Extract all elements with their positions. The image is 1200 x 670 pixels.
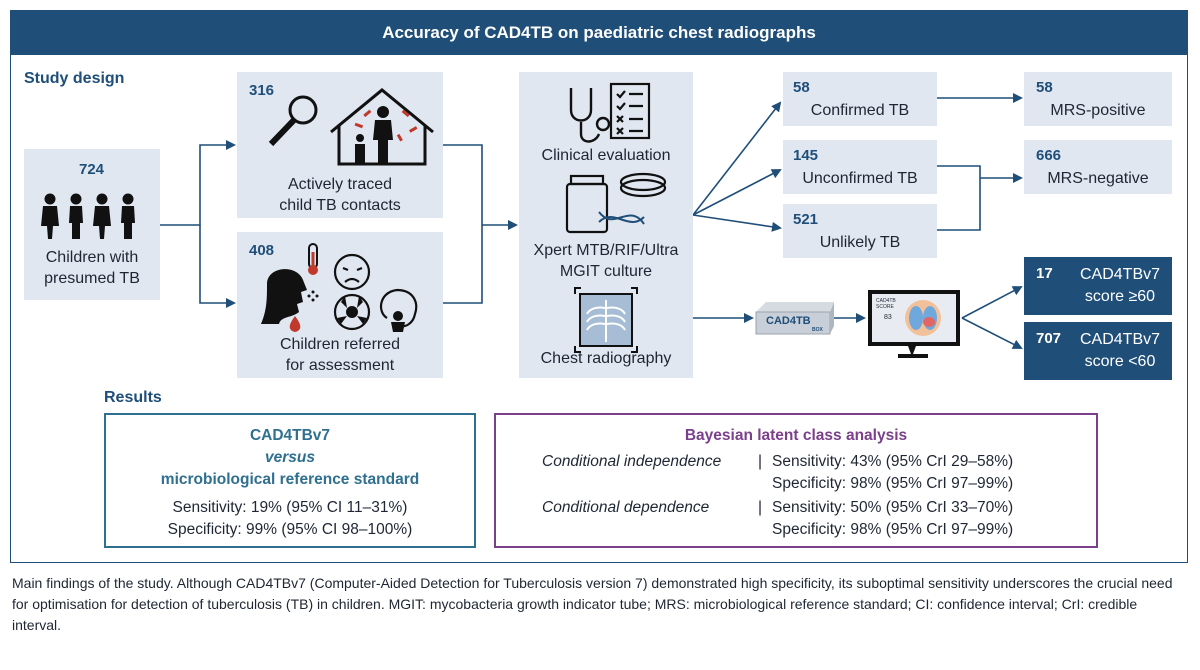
chest-radiography-label: Chest radiography <box>540 350 672 367</box>
node-label-line2: for assessment <box>285 357 395 374</box>
separator-bar: | <box>758 453 763 470</box>
cond-independence-label: Conditional independence <box>542 453 722 470</box>
monitor-header: CAD4TB SCORE <box>876 298 896 310</box>
clinical-evaluation-label: Clinical evaluation <box>541 147 671 164</box>
node-label-line1: Children referred <box>279 336 401 353</box>
node-count: 145 <box>793 147 819 164</box>
study-design-heading: Study design <box>24 70 125 87</box>
house-magnifier-icon <box>268 88 434 166</box>
node-label: Confirmed TB <box>810 102 910 119</box>
node-children-presumed-tb: 724 Children with presumed TB <box>24 149 160 300</box>
monitor-score: 83 <box>884 314 892 321</box>
children-group-icon <box>41 193 135 239</box>
mgit-culture-label: MGIT culture <box>559 263 653 280</box>
node-count: 17 <box>1036 265 1053 282</box>
node-label-line2: score ≥60 <box>1084 288 1156 305</box>
checklist-icon <box>609 82 651 140</box>
node-label-line2: child TB contacts <box>279 197 401 214</box>
node-count: 316 <box>249 82 275 99</box>
cad4tb-vs-mrs-panel: CAD4TBv7 versus microbiological referenc… <box>104 413 476 548</box>
bayesian-panel-title: Bayesian latent class analysis <box>684 427 908 444</box>
panel-title-line1: CAD4TBv7 <box>249 427 331 444</box>
node-count: 724 <box>79 161 105 178</box>
chest-xray-icon <box>574 287 638 353</box>
panel-title-line3: microbiological reference standard <box>160 471 420 488</box>
cond-dep-sensitivity: Sensitivity: 50% (95% CrI 33–70%) <box>772 499 1014 516</box>
node-label: MRS-negative <box>1047 170 1149 187</box>
node-cad-score-high: 17 CAD4TBv7 score ≥60 <box>1024 257 1172 315</box>
node-label: Unlikely TB <box>819 234 901 251</box>
lab-culture-icon <box>565 172 667 234</box>
cad4tb-box-icon <box>755 302 834 335</box>
node-unlikely-tb: 521 Unlikely TB <box>783 204 937 258</box>
node-confirmed-tb: 58 Confirmed TB <box>783 72 937 126</box>
cad4tb-specificity: Specificity: 99% (95% CI 98–100%) <box>167 521 413 538</box>
results-heading: Results <box>104 389 162 406</box>
cond-indep-sensitivity: Sensitivity: 43% (95% CrI 29–58%) <box>772 453 1014 470</box>
cond-dep-specificity: Specificity: 98% (95% CrI 97–99%) <box>772 521 1014 538</box>
node-label-line1: CAD4TBv7 <box>1079 266 1161 283</box>
node-label-line2: score <60 <box>1084 353 1156 370</box>
panel-title-versus: versus <box>265 449 315 466</box>
figure-caption: Main findings of the study. Although CAD… <box>12 575 1173 633</box>
device-brand-label: CAD4TB <box>766 315 811 327</box>
bayesian-lca-panel: Bayesian latent class analysis Condition… <box>494 413 1098 548</box>
node-count: 58 <box>793 79 810 96</box>
node-count: 58 <box>1036 79 1053 96</box>
node-count: 707 <box>1036 330 1062 347</box>
node-label-line1: Actively traced <box>287 176 393 193</box>
node-evaluation: Clinical evaluation Xpert MTB/RIF/Ultra … <box>519 72 693 378</box>
node-mrs-negative: 666 MRS-negative <box>1024 140 1172 194</box>
node-label: Unconfirmed TB <box>802 170 918 187</box>
stethoscope-icon <box>569 88 611 143</box>
node-unconfirmed-tb: 145 Unconfirmed TB <box>783 140 937 194</box>
node-traced-contacts: 316 Actively traced child TB contacts <box>237 72 443 218</box>
dna-icon <box>598 211 645 225</box>
cond-dependence-label: Conditional dependence <box>542 499 710 516</box>
node-referred-children: 408 Children referred for assessment <box>237 232 443 378</box>
evaluation-icons <box>565 82 667 353</box>
node-count: 666 <box>1036 147 1062 164</box>
node-count: 521 <box>793 211 819 228</box>
device-sub-label: BOX <box>812 327 823 333</box>
cond-indep-specificity: Specificity: 98% (95% CrI 97–99%) <box>772 475 1014 492</box>
monitor-icon <box>868 290 960 358</box>
node-cad-score-low: 707 CAD4TBv7 score <60 <box>1024 322 1172 380</box>
figure-title: Accuracy of CAD4TB on paediatric chest r… <box>11 11 1187 55</box>
cad4tb-sensitivity: Sensitivity: 19% (95% CI 11–31%) <box>172 499 408 516</box>
node-count: 408 <box>249 242 275 259</box>
separator-bar: | <box>758 499 763 516</box>
node-label-line2: presumed TB <box>44 270 140 287</box>
xpert-label: Xpert MTB/RIF/Ultra <box>533 242 679 259</box>
node-label-line1: CAD4TBv7 <box>1079 331 1161 348</box>
symptoms-icons <box>261 243 418 332</box>
node-label: MRS-positive <box>1050 102 1146 119</box>
node-mrs-positive: 58 MRS-positive <box>1024 72 1172 126</box>
node-label-line1: Children with <box>45 249 139 266</box>
